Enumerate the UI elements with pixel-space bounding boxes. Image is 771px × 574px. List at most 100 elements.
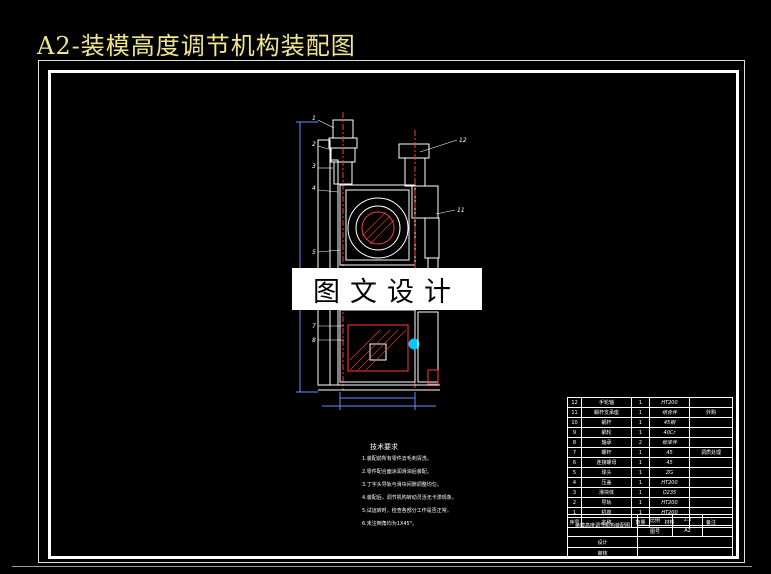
bom-cell: 45 — [649, 457, 690, 468]
bom-cell: 1 — [631, 407, 650, 418]
bom-cell: 导轨 — [581, 497, 632, 508]
callout-labels: 1 2 3 4 5 7 8 11 12 — [312, 115, 467, 344]
bom-cell: 10 — [567, 417, 582, 428]
callout-2: 2 — [312, 141, 316, 148]
bom-cell: 调质处理 — [689, 447, 733, 458]
bom-cell: 标准件 — [649, 437, 690, 448]
callout-11: 11 — [457, 207, 465, 214]
tech-note: 6.未注倒角均为1X45°。 — [362, 521, 418, 527]
right-top-cap — [398, 143, 430, 159]
slider-block — [369, 343, 387, 361]
callout-4: 4 — [312, 185, 316, 192]
bom-cell — [689, 417, 733, 428]
bom-cell: 轴承 — [581, 437, 632, 448]
bom-cell: 7 — [567, 447, 582, 458]
worm-wheel — [347, 197, 409, 259]
bom-cell: 外购 — [689, 407, 733, 418]
bom-cell — [689, 457, 733, 468]
watermark-banner: 图文设计 — [292, 268, 482, 310]
bom-cell: 40Cr — [649, 427, 690, 438]
callout-3: 3 — [312, 163, 316, 170]
bom-cell: 3 — [567, 487, 582, 498]
inner-border — [48, 70, 739, 559]
bom-cell: 4 — [567, 477, 582, 488]
drawing-name-cell: 装模高度调节机构装配图 — [567, 514, 638, 537]
bom-cell: 1 — [631, 477, 650, 488]
bom-cell — [689, 467, 733, 478]
bom-cell: 螺杆 — [581, 447, 632, 458]
tech-note: 3.丁字头导轨与滑块间隙调整均匀。 — [362, 482, 442, 488]
bom-cell: 1 — [631, 427, 650, 438]
left-column — [317, 139, 331, 386]
bom-cell: 12 — [567, 397, 582, 408]
bom-cell: 2 — [631, 437, 650, 448]
designer-label: 设计 — [567, 536, 638, 548]
bom-cell: 5 — [567, 467, 582, 478]
bom-cell: 组合件 — [649, 407, 690, 418]
bom-cell: 蜗杆 — [581, 417, 632, 428]
bom-cell — [689, 497, 733, 508]
bom-cell — [689, 427, 733, 438]
tech-note: 5.试运转时，检查各部分工作是否正常。 — [362, 508, 452, 514]
bom-cell: HT200 — [649, 397, 690, 408]
bom-cell: Q235 — [649, 487, 690, 498]
bom-cell: 45钢 — [649, 417, 690, 428]
bom-cell: 8 — [567, 437, 582, 448]
outer-border — [38, 60, 745, 563]
tech-note: 4.装配后，调节机构转动灵活无卡滞现象。 — [362, 495, 457, 501]
callout-12: 12 — [459, 137, 467, 144]
checker-label: 审核 — [567, 547, 638, 559]
callout-1: 1 — [312, 115, 316, 122]
sheet-label: 图号 — [637, 525, 673, 537]
bom-cell — [689, 397, 733, 408]
sheet-value: A2 — [672, 525, 703, 537]
bom-cell: 1 — [631, 397, 650, 408]
bom-cell: 45 — [649, 447, 690, 458]
tech-note: 1.装配前所有零件去毛刺清洗。 — [362, 456, 432, 462]
bom-cell — [689, 487, 733, 498]
highlight-marker — [408, 338, 420, 350]
bom-cell: ZG — [649, 467, 690, 478]
bom-cell: 压盖 — [581, 477, 632, 488]
bom-cell: 蜗轮 — [581, 427, 632, 438]
bom-cell: 1 — [631, 497, 650, 508]
bottom-edge-line — [12, 566, 752, 567]
bom-cell: 1 — [631, 457, 650, 468]
bom-cell: HT200 — [649, 497, 690, 508]
bom-cell: 球头 — [581, 467, 632, 478]
bom-cell: 1 — [631, 417, 650, 428]
bom-cell: 11 — [567, 407, 582, 418]
bom-cell: 1 — [631, 447, 650, 458]
title-block: 装模高度调节机构装配图 比例 1:2 图号 A2 设计 审核 — [567, 514, 733, 559]
bom-cell: 连接螺母 — [581, 457, 632, 468]
main-view — [296, 112, 458, 410]
bom-cell: 滑块体 — [581, 487, 632, 498]
callout-7: 7 — [312, 323, 316, 330]
tech-requirements-title: 技术要求 — [370, 443, 398, 451]
tech-note: 2.零件配合面涂润滑油后装配。 — [362, 469, 432, 475]
scale-label: 比例 — [637, 514, 673, 526]
tech-requirements-list: 1.装配前所有零件去毛刺清洗。 2.零件配合面涂润滑油后装配。 3.丁字头导轨与… — [362, 455, 457, 533]
bom-cell — [689, 477, 733, 488]
bom-cell — [689, 437, 733, 448]
callout-8: 8 — [312, 337, 316, 344]
bom-cell: 1 — [631, 467, 650, 478]
bom-cell: 手轮轴 — [581, 397, 632, 408]
bom-cell: 2 — [567, 497, 582, 508]
handwheel-shaft — [424, 217, 440, 259]
bom-cell: 6 — [567, 457, 582, 468]
central-body — [339, 184, 416, 266]
bom-cell: 9 — [567, 427, 582, 438]
